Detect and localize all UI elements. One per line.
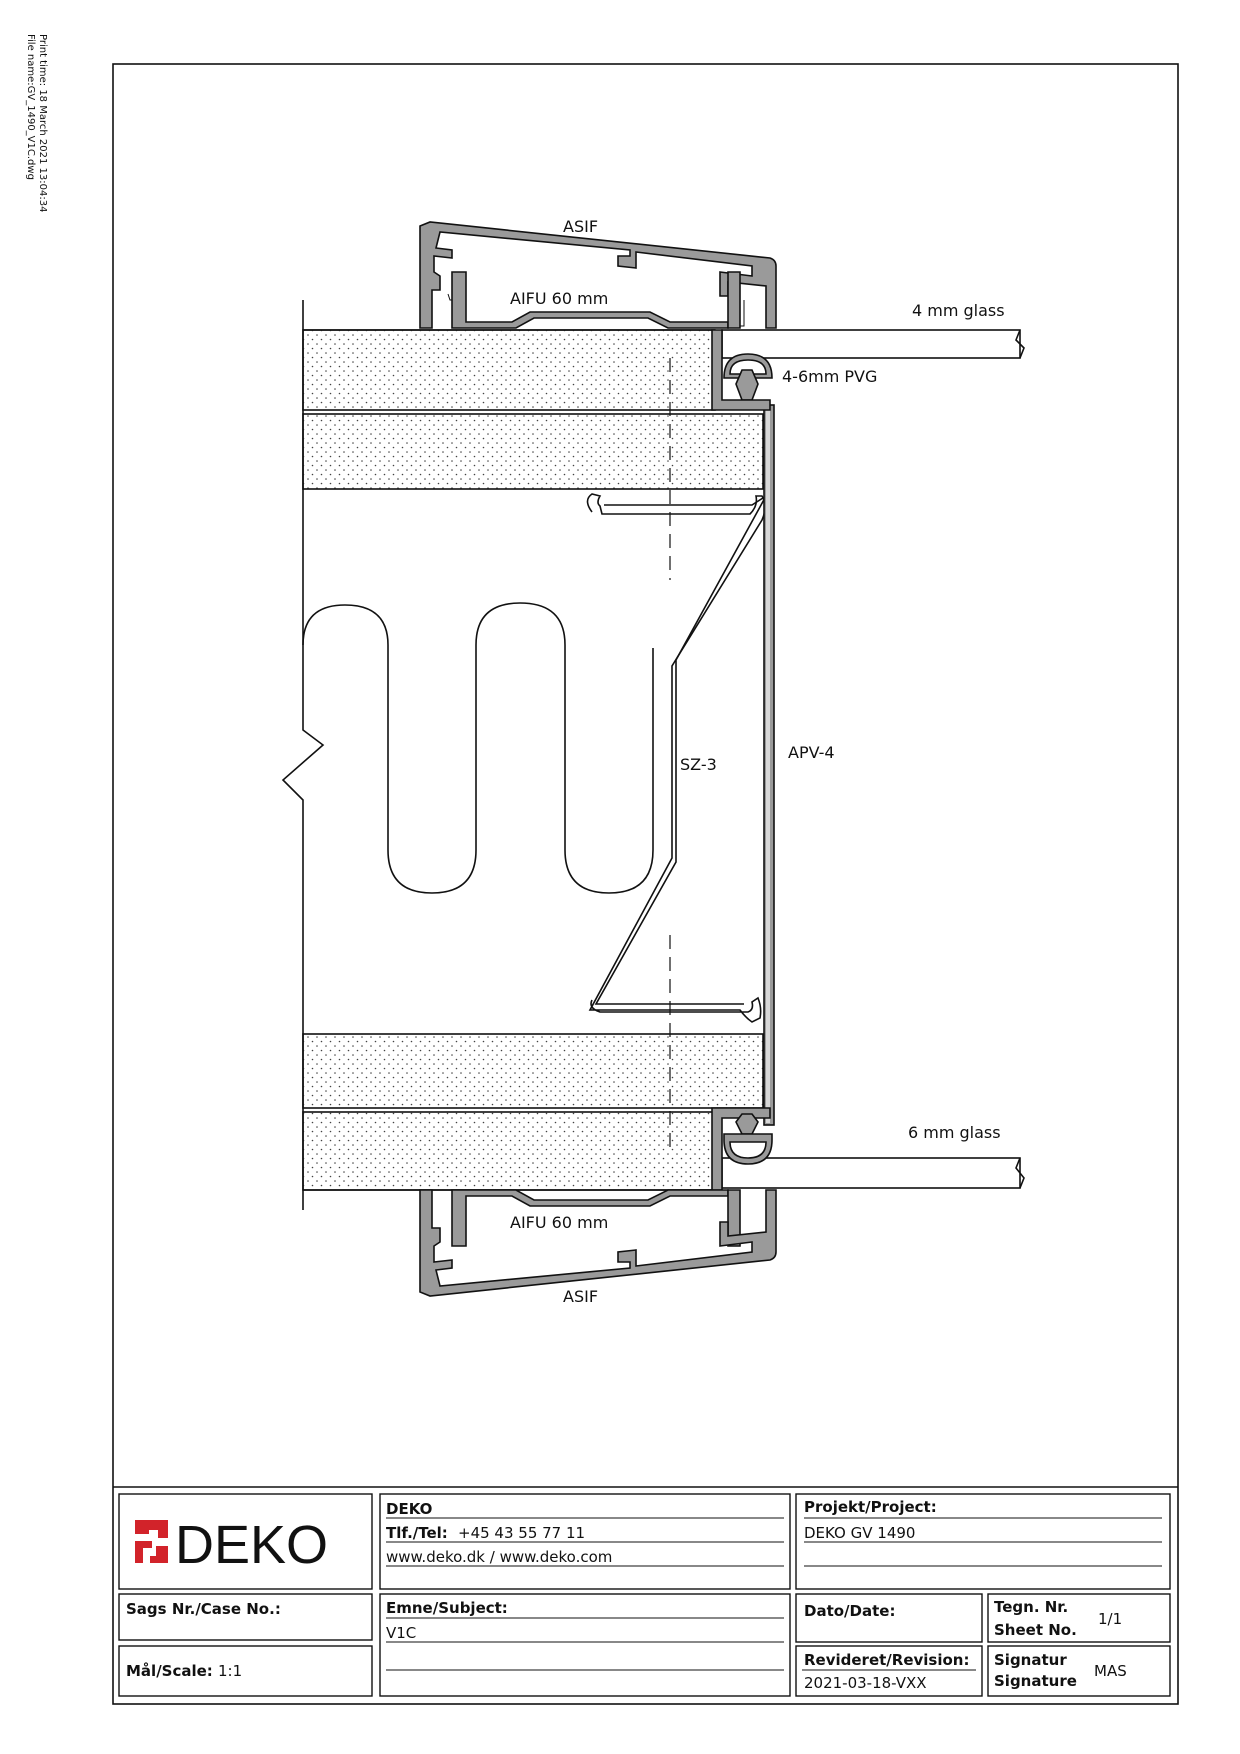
case-cell — [118, 1593, 373, 1641]
mineral-wool-serpentine — [302, 602, 654, 894]
deko-logo-text: DEKO — [175, 1515, 328, 1575]
asif-bottom-profile — [419, 1189, 777, 1297]
scale-label: Mål/Scale: — [126, 1662, 213, 1680]
subject-cell — [379, 1593, 791, 1697]
print-metadata: Print time: 18 March 2021 13:04:34 File … — [25, 34, 48, 212]
glass-top — [721, 329, 1021, 359]
label-sz3: SZ-3 — [680, 755, 717, 774]
company-web: www.deko.dk / www.deko.com — [386, 1548, 612, 1566]
file-name-text: File name:GV_1490_V1C.dwg — [25, 34, 36, 180]
glass-bottom — [721, 1157, 1021, 1189]
company-name: DEKO — [386, 1500, 432, 1518]
signature-value: MAS — [1094, 1662, 1127, 1680]
label-pvg: 4-6mm PVG — [782, 367, 877, 386]
sheet-label-2: Sheet No. — [994, 1621, 1077, 1639]
subject-label: Emne/Subject: — [386, 1599, 508, 1617]
scale-value: 1:1 — [218, 1662, 242, 1680]
insulation-board-4 — [302, 1111, 716, 1191]
title-block: DEKO DEKO Tlf./Tel: +45 43 55 77 11 www.… — [113, 1486, 1178, 1697]
signature-label-2: Signature — [994, 1672, 1077, 1690]
label-glass-top: 4 mm glass — [912, 301, 1005, 320]
pvg-seal-top-inner — [729, 359, 767, 375]
project-value: DEKO GV 1490 — [804, 1524, 915, 1542]
sheet-value: 1/1 — [1098, 1610, 1122, 1628]
case-label: Sags Nr./Case No.: — [126, 1600, 281, 1618]
glass-stop-top — [711, 329, 771, 411]
glass-top-break — [1015, 329, 1025, 359]
apv4-profile-inner — [766, 407, 770, 1123]
subject-value: V1C — [386, 1624, 416, 1642]
signature-cell — [987, 1645, 1171, 1697]
company-cell — [379, 1493, 791, 1590]
sheet-cell — [987, 1593, 1171, 1643]
aifu-top-clip — [727, 271, 741, 329]
company-tel-label: Tlf./Tel: — [386, 1524, 448, 1542]
project-label: Projekt/Project: — [804, 1498, 937, 1516]
label-apv4: APV-4 — [788, 743, 835, 762]
project-cell — [795, 1493, 1171, 1590]
deko-logo: DEKO — [135, 1515, 328, 1575]
section-drawing — [281, 221, 1025, 1297]
company-tel-value: +45 43 55 77 11 — [458, 1524, 585, 1542]
pvg-seal-bottom-core — [735, 1113, 759, 1135]
sheet-label-1: Tegn. Nr. — [994, 1598, 1068, 1616]
sz3-profile-inner — [594, 495, 767, 1005]
wall-break-line — [281, 300, 325, 1210]
scale-cell — [118, 1645, 373, 1697]
pvg-seal-bottom-inner — [729, 1141, 767, 1159]
sheet-border — [112, 63, 1179, 1705]
label-aifu-bottom: AIFU 60 mm — [510, 1213, 608, 1232]
revision-value: 2021-03-18-VXX — [804, 1674, 927, 1692]
insulation-board-1 — [302, 329, 716, 411]
pvg-seal-top-core — [735, 369, 759, 401]
signature-label-1: Signatur — [994, 1651, 1067, 1669]
label-aifu-top: AIFU 60 mm — [510, 289, 608, 308]
deko-logo-mark-icon — [135, 1520, 168, 1563]
insulation-board-2 — [302, 413, 764, 490]
date-label: Dato/Date: — [804, 1602, 895, 1620]
glass-bottom-break — [1015, 1157, 1025, 1189]
revision-label: Revideret/Revision: — [804, 1651, 969, 1669]
logo-cell — [118, 1493, 373, 1590]
print-time-text: Print time: 18 March 2021 13:04:34 — [37, 34, 48, 212]
sz3-profile — [586, 493, 766, 1023]
insulation-board-3 — [302, 1033, 764, 1109]
label-asif-bottom: ASIF — [563, 1287, 598, 1306]
label-asif-top: ASIF — [563, 217, 598, 236]
date-cell — [795, 1593, 983, 1643]
aifu-bottom-profile — [451, 1189, 729, 1247]
label-glass-bottom: 6 mm glass — [908, 1123, 1001, 1142]
revision-cell — [795, 1645, 983, 1697]
